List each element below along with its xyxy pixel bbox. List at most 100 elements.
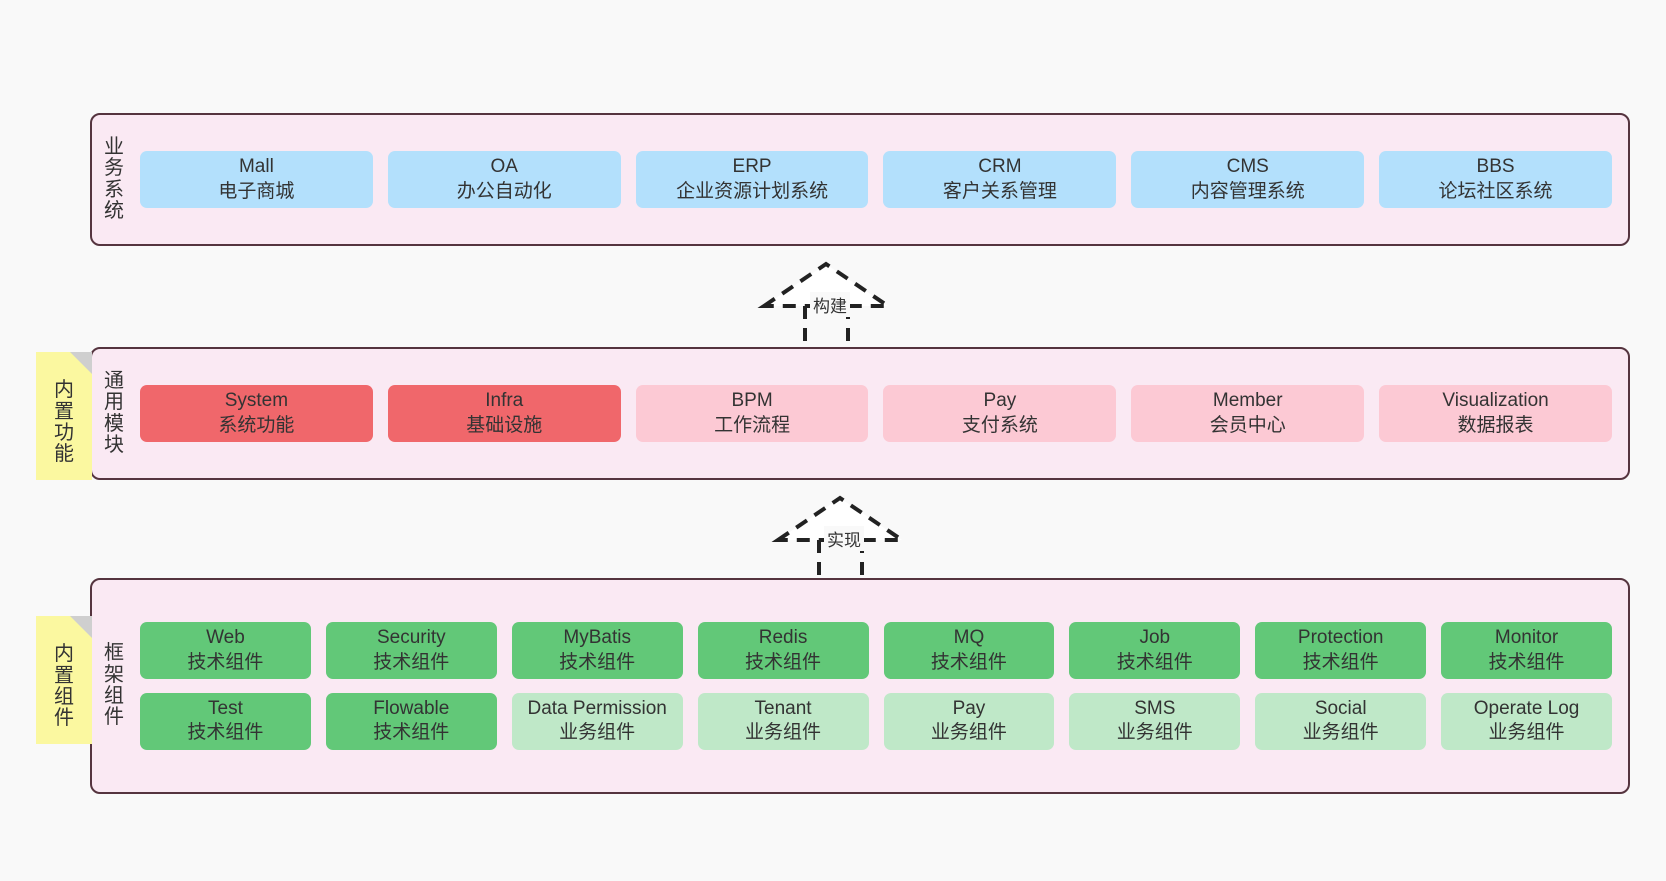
node-mybatis[interactable]: MyBatis 技术组件 [511, 622, 683, 679]
node-subtitle: 技术组件 [1302, 651, 1379, 673]
layer-row: Web 技术组件 Security 技术组件 MyBatis 技术组件 Redi… [140, 622, 1612, 679]
node-subtitle: 技术组件 [187, 722, 264, 744]
node-subtitle: 技术组件 [373, 722, 450, 744]
node-title: Protection [1297, 627, 1384, 649]
node-title: Operate Log [1473, 698, 1580, 719]
node-security[interactable]: Security 技术组件 [325, 622, 497, 679]
note-builtin-components: 内 置 组 件 [36, 616, 92, 744]
node-infra[interactable]: Infra 基础设施 [387, 385, 621, 442]
node-subtitle: 技术组件 [930, 651, 1007, 673]
node-pay-component[interactable]: Pay 业务组件 [883, 693, 1055, 750]
node-title: Job [1139, 627, 1171, 649]
node-subtitle: 支付系统 [961, 414, 1038, 436]
layer-body-common-modules: System 系统功能 Infra 基础设施 BPM 工作流程 Pay 支付系统… [136, 349, 1628, 478]
connector-build-label: 构建 [810, 292, 850, 317]
node-title: Pay [952, 698, 986, 719]
node-visualization[interactable]: Visualization 数据报表 [1379, 385, 1612, 442]
node-data-permission[interactable]: Data Permission 业务组件 [511, 693, 683, 750]
node-subtitle: 技术组件 [559, 651, 636, 673]
node-title: Security [376, 627, 446, 649]
node-erp[interactable]: ERP 企业资源计划系统 [635, 151, 869, 208]
node-member[interactable]: Member 会员中心 [1131, 385, 1365, 442]
node-subtitle: 技术组件 [1116, 651, 1193, 673]
node-test[interactable]: Test 技术组件 [140, 693, 311, 750]
node-title: Visualization [1442, 390, 1549, 412]
node-monitor[interactable]: Monitor 技术组件 [1441, 622, 1612, 679]
note-builtin-features: 内 置 功 能 [36, 352, 92, 480]
node-subtitle: 业务组件 [1116, 722, 1193, 744]
node-subtitle: 会员中心 [1209, 414, 1286, 436]
node-subtitle: 技术组件 [1488, 651, 1565, 673]
layer-framework-components: 框 架 组 件 Web 技术组件 Security 技术组件 MyBatis 技… [90, 578, 1630, 794]
node-protection[interactable]: Protection 技术组件 [1255, 622, 1427, 679]
node-subtitle: 业务组件 [559, 722, 636, 744]
node-subtitle: 基础设施 [466, 414, 543, 436]
connector-implement: 实现 [771, 492, 922, 584]
node-title: Test [208, 698, 243, 719]
layer-business-systems: 业 务 系 统 Mall 电子商城 OA 办公自动化 ERP 企业资源计划系统 … [90, 113, 1630, 246]
node-operate-log[interactable]: Operate Log 业务组件 [1441, 693, 1612, 750]
node-social[interactable]: Social 业务组件 [1255, 693, 1427, 750]
node-cms[interactable]: CMS 内容管理系统 [1131, 151, 1365, 208]
node-system[interactable]: System 系统功能 [140, 385, 373, 442]
layer-body-business-systems: Mall 电子商城 OA 办公自动化 ERP 企业资源计划系统 CRM 客户关系… [136, 115, 1628, 244]
node-title: MyBatis [563, 627, 631, 649]
node-subtitle: 电子商城 [218, 180, 295, 202]
node-subtitle: 数据报表 [1457, 414, 1534, 436]
node-title: Infra [485, 390, 524, 412]
node-title: Flowable [373, 698, 450, 719]
note-fold-icon [70, 616, 92, 638]
node-crm[interactable]: CRM 客户关系管理 [883, 151, 1117, 208]
node-subtitle: 业务组件 [745, 722, 822, 744]
node-subtitle: 工作流程 [714, 414, 791, 436]
node-redis[interactable]: Redis 技术组件 [697, 622, 869, 679]
layer-title-framework-components: 框 架 组 件 [104, 642, 124, 729]
note-text: 内 置 组 件 [54, 643, 74, 730]
layer-row: System 系统功能 Infra 基础设施 BPM 工作流程 Pay 支付系统… [140, 385, 1612, 442]
layer-row: Test 技术组件 Flowable 技术组件 Data Permission … [140, 693, 1612, 750]
node-bbs[interactable]: BBS 论坛社区系统 [1379, 151, 1612, 208]
node-title: Data Permission [527, 698, 667, 719]
node-mall[interactable]: Mall 电子商城 [140, 151, 373, 208]
node-title: Pay [983, 390, 1017, 412]
node-subtitle: 技术组件 [373, 651, 450, 673]
node-subtitle: 企业资源计划系统 [676, 180, 829, 202]
node-subtitle: 系统功能 [218, 414, 295, 436]
layer-common-modules: 通 用 模 块 System 系统功能 Infra 基础设施 BPM 工作流程 … [90, 347, 1630, 480]
node-title: CRM [978, 156, 1022, 178]
node-title: Monitor [1494, 627, 1559, 649]
layer-title-common-modules: 通 用 模 块 [104, 369, 124, 456]
node-subtitle: 客户关系管理 [942, 180, 1057, 202]
node-subtitle: 论坛社区系统 [1438, 180, 1553, 202]
layer-row: Mall 电子商城 OA 办公自动化 ERP 企业资源计划系统 CRM 客户关系… [140, 151, 1612, 208]
node-title: System [224, 390, 289, 412]
node-oa[interactable]: OA 办公自动化 [387, 151, 621, 208]
node-title: OA [490, 156, 518, 178]
node-job[interactable]: Job 技术组件 [1069, 622, 1241, 679]
node-tenant[interactable]: Tenant 业务组件 [697, 693, 869, 750]
node-title: BPM [731, 390, 773, 412]
node-subtitle: 业务组件 [930, 722, 1007, 744]
node-flowable[interactable]: Flowable 技术组件 [325, 693, 497, 750]
node-mq[interactable]: MQ 技术组件 [883, 622, 1055, 679]
layer-body-framework-components: Web 技术组件 Security 技术组件 MyBatis 技术组件 Redi… [136, 580, 1628, 792]
node-subtitle: 内容管理系统 [1190, 180, 1305, 202]
node-bpm[interactable]: BPM 工作流程 [635, 385, 869, 442]
node-title: BBS [1476, 156, 1515, 178]
note-fold-icon [70, 352, 92, 374]
node-web[interactable]: Web 技术组件 [140, 622, 311, 679]
node-subtitle: 业务组件 [1302, 722, 1379, 744]
connector-build: 构建 [757, 258, 908, 350]
node-pay[interactable]: Pay 支付系统 [883, 385, 1117, 442]
node-title: Web [206, 627, 245, 649]
node-title: Tenant [754, 698, 812, 719]
connector-implement-label: 实现 [824, 526, 864, 551]
node-subtitle: 业务组件 [1488, 722, 1565, 744]
node-sms[interactable]: SMS 业务组件 [1069, 693, 1241, 750]
node-title: Mall [238, 156, 274, 178]
node-title: Member [1212, 390, 1283, 412]
layer-title-business-systems: 业 务 系 统 [104, 135, 124, 222]
note-text: 内 置 功 能 [54, 379, 74, 466]
node-title: Social [1314, 698, 1367, 719]
